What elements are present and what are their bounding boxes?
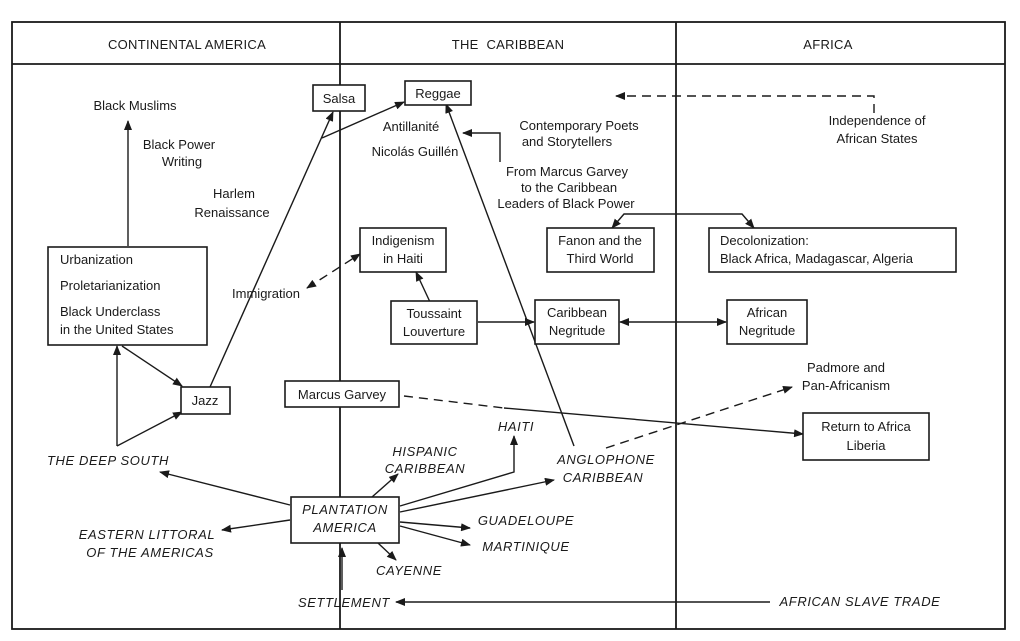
bracket-poets-to-antillanite — [462, 129, 501, 162]
label-caribbean-negritude-2: Negritude — [549, 323, 605, 338]
outer-frame — [11, 21, 1006, 630]
label-immigration: Immigration — [232, 286, 300, 301]
label-caribbean-negritude-1: Caribbean — [547, 305, 607, 320]
box-decolonization — [708, 227, 957, 273]
label-black-underclass: Black Underclass — [60, 304, 161, 319]
label-hispanic-1: HISPANIC — [392, 444, 457, 459]
label-antillanite: Antillanité — [383, 119, 439, 134]
dashed-independence-to-poets — [615, 92, 875, 113]
label-black-power-1: Black Power — [143, 137, 216, 152]
label-padmore-1: Padmore and — [807, 360, 885, 375]
label-urbanization: Urbanization — [60, 252, 133, 267]
link-jazz-to-reggae — [321, 101, 405, 139]
label-toussaint-2: Louverture — [403, 324, 465, 339]
label-fanon-2: Third World — [567, 251, 634, 266]
arrow-garvey-to-return — [503, 407, 804, 438]
arrow-toussaint-to-indigenism — [415, 271, 431, 303]
arrow-anglophone-to-reggae — [445, 103, 575, 447]
box-marcus-garvey — [284, 380, 400, 408]
label-indigenism-1: Indigenism — [372, 233, 435, 248]
label-decolonization-2: Black Africa, Madagascar, Algeria — [720, 251, 914, 266]
label-jazz: Jazz — [192, 393, 219, 408]
label-deep-south: THE DEEP SOUTH — [47, 453, 169, 468]
box-caribbean-negritude — [534, 299, 620, 345]
label-independence-2: African States — [837, 131, 918, 146]
label-poets-1: Contemporary Poets — [519, 118, 639, 133]
box-fanon — [546, 227, 655, 273]
label-haiti: HAITI — [498, 419, 534, 434]
label-african-negritude-1: African — [747, 305, 787, 320]
label-reggae: Reggae — [415, 86, 461, 101]
label-salsa: Salsa — [323, 91, 356, 106]
header-africa: AFRICA — [803, 37, 852, 52]
label-garvey-leaders-2: to the Caribbean — [521, 180, 617, 195]
header-caribbean: THE CARIBBEAN — [452, 37, 565, 52]
label-anglophone-2: CARIBBEAN — [563, 470, 644, 485]
label-harlem-1: Harlem — [213, 186, 255, 201]
arrow-plantation-to-deep-south — [159, 470, 291, 506]
label-plantation-1: PLANTATION — [302, 502, 388, 517]
box-reggae — [404, 80, 472, 106]
label-eastern-littoral-2: OF THE AMERICAS — [86, 545, 213, 560]
label-garvey-leaders-3: Leaders of Black Power — [497, 196, 635, 211]
arrow-urbanization-to-jazz — [121, 345, 183, 387]
label-harlem-2: Renaissance — [194, 205, 269, 220]
dashed-immigration-indigenism — [306, 253, 361, 289]
label-african-negritude-2: Negritude — [739, 323, 795, 338]
label-proletarianization: Proletarianization — [60, 278, 160, 293]
arrow-plantation-to-guadeloupe — [399, 521, 471, 532]
label-fanon-1: Fanon and the — [558, 233, 642, 248]
box-jazz — [180, 386, 231, 415]
arrow-plantation-to-haiti — [399, 435, 518, 507]
label-plantation-2: AMERICA — [312, 520, 376, 535]
label-black-muslims: Black Muslims — [93, 98, 177, 113]
arrow-fanon-decolonization — [611, 213, 755, 229]
label-marcus-garvey: Marcus Garvey — [298, 387, 387, 402]
label-black-power-2: Writing — [162, 154, 202, 169]
label-martinique: MARTINIQUE — [482, 539, 569, 554]
arrow-jazz-to-salsa — [209, 111, 334, 388]
label-indigenism-2: in Haiti — [383, 251, 423, 266]
label-return-to-africa-1: Return to Africa — [821, 419, 911, 434]
label-guadeloupe: GUADELOUPE — [478, 513, 574, 528]
label-padmore-2: Pan-Africanism — [802, 378, 890, 393]
label-independence-1: Independence of — [829, 113, 926, 128]
label-settlement: SETTLEMENT — [298, 595, 390, 610]
arrow-plantation-to-cayenne — [377, 542, 397, 561]
label-cayenne: CAYENNE — [376, 563, 442, 578]
label-toussaint-1: Toussaint — [407, 306, 462, 321]
arrow-plantation-to-eastern-littoral — [221, 519, 291, 533]
label-guillen: Nicolás Guillén — [372, 144, 459, 159]
label-african-slave-trade: AFRICAN SLAVE TRADE — [779, 594, 941, 609]
header-continental-america: CONTINENTAL AMERICA — [108, 37, 266, 52]
arrow-plantation-to-anglophone — [399, 477, 555, 513]
label-decolonization-1: Decolonization: — [720, 233, 809, 248]
label-hispanic-2: CARIBBEAN — [385, 461, 466, 476]
box-plantation-america — [290, 496, 400, 544]
arrow-deep-south-to-jazz — [116, 411, 183, 447]
box-indigenism — [359, 227, 447, 273]
arrow-plantation-to-hispanic — [371, 473, 399, 498]
box-urbanization — [47, 246, 208, 346]
arrow-plantation-to-martinique — [399, 525, 471, 547]
label-return-to-africa-2: Liberia — [846, 438, 886, 453]
box-african-negritude — [726, 299, 808, 345]
dashed-anglophone-to-padmore — [605, 386, 793, 449]
label-poets-2: and Storytellers — [522, 134, 613, 149]
dashed-garvey-to-return — [403, 395, 505, 409]
label-garvey-leaders-1: From Marcus Garvey — [506, 164, 629, 179]
box-salsa — [312, 84, 366, 112]
label-in-united-states: in the United States — [60, 322, 174, 337]
label-eastern-littoral-1: EASTERN LITTORAL — [79, 527, 216, 542]
box-toussaint — [390, 300, 478, 345]
label-anglophone-1: ANGLOPHONE — [556, 452, 655, 467]
box-return-to-africa — [802, 412, 930, 461]
